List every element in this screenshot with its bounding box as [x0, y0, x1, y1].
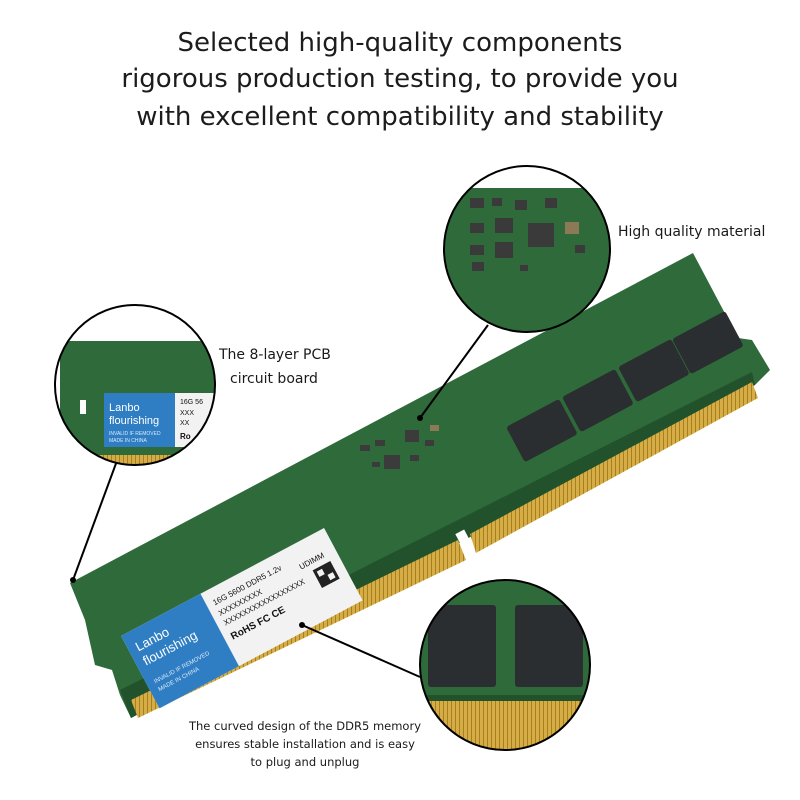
- headline-line-2: rigorous production testing, to provide …: [121, 64, 679, 94]
- zoom-label-brand-line-1: Lanbo: [109, 402, 140, 414]
- callout-curved-line-2: ensures stable installation and is easy: [195, 737, 415, 751]
- zoom-dram-chip: [428, 605, 496, 687]
- zoom-circle-curved: [419, 579, 591, 751]
- qr-code: [312, 560, 340, 589]
- dram-chips: [507, 311, 743, 462]
- zoom-label-brand-line-2: flourishing: [109, 415, 159, 427]
- dram-chip: [673, 311, 743, 374]
- callout-curved-line-3: to plug and unplug: [250, 755, 360, 769]
- zoom-label-invalid: INVALID IF REMOVED: [109, 431, 161, 437]
- callout-line-curve: [301, 624, 421, 678]
- zoom-label-brand-panel: [104, 393, 175, 447]
- callout-dot-curve: [299, 622, 305, 628]
- zoom-label-x1: XXX: [180, 410, 194, 417]
- gold-contacts: [470, 382, 758, 553]
- dram-chip: [563, 369, 633, 432]
- zoom-label-x2: XX: [180, 420, 190, 427]
- module-label: Lanbo flourishing INVALID IF REMOVED MAD…: [121, 528, 363, 709]
- callout-material: High quality material: [618, 224, 766, 240]
- label-brand-panel: [121, 593, 239, 709]
- zoom-label-spec: 16G 56: [180, 399, 203, 406]
- headline-line-1: Selected high-quality components: [177, 28, 623, 58]
- callout-dot-material: [417, 415, 423, 421]
- zoom-circle-pcb: Lanbo flourishing INVALID IF REMOVED MAD…: [54, 304, 216, 466]
- zoom-circle-material: [443, 165, 611, 333]
- dram-chip: [619, 339, 689, 402]
- zoom-label-rohs: Ro: [180, 432, 191, 441]
- ram-module: Lanbo flourishing INVALID IF REMOVED MAD…: [70, 253, 770, 718]
- callout-pcb-line-2: circuit board: [230, 371, 318, 387]
- callout-pcb-line-1: The 8-layer PCB: [219, 347, 331, 363]
- zoom-label-made-in: MADE IN CHINA: [109, 438, 147, 444]
- smd-components: [360, 425, 439, 469]
- dram-chip: [507, 399, 577, 462]
- callout-line-material: [419, 324, 489, 419]
- callout-curved-line-1: The curved design of the DDR5 memory: [188, 719, 422, 733]
- headline-line-3: with excellent compatibility and stabili…: [136, 102, 664, 132]
- callout-dot-pcb: [70, 577, 76, 583]
- zoom-dram-chip: [515, 605, 583, 687]
- callout-line-pcb: [72, 457, 119, 581]
